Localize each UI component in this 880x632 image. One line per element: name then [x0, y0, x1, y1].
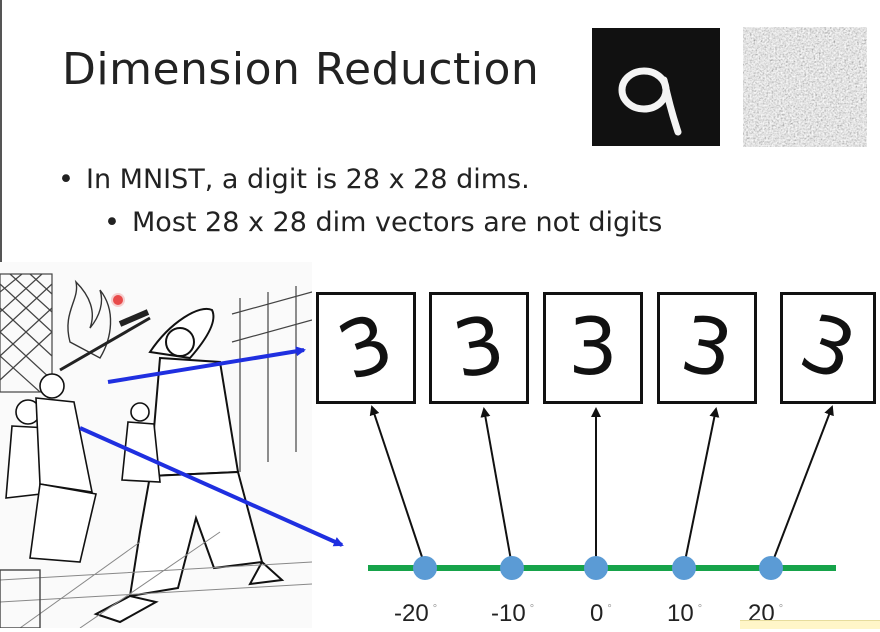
digit-box-rot-minus10: 3: [429, 292, 529, 404]
digit-3: 3: [446, 299, 512, 397]
axis-point: [500, 556, 524, 580]
digit-3: 3: [568, 303, 618, 393]
axis-tick-label: 10°: [667, 600, 703, 627]
digit-3: 3: [327, 297, 405, 399]
bullet-dot: •: [104, 207, 120, 238]
digit-box-rot-10: 3: [657, 292, 757, 404]
digit-box-rot-0: 3: [543, 292, 643, 404]
connector-arrow: [369, 405, 426, 567]
digit-box-rot-20: 3: [780, 292, 876, 404]
axis-point: [413, 556, 437, 580]
bullet-point-2: • Most 28 x 28 dim vectors are not digits: [104, 207, 662, 238]
digit-box-rot-minus20: 3: [316, 292, 416, 404]
bullet-dot: •: [58, 164, 74, 195]
axis-point: [584, 556, 608, 580]
axis-point: [759, 556, 783, 580]
comic-illustration: [0, 262, 313, 629]
mnist-digit-image: [592, 28, 720, 146]
axis-tick-label: -10°: [491, 600, 535, 627]
axis-point: [672, 556, 696, 580]
random-noise-image: [743, 27, 867, 147]
slide-title: Dimension Reduction: [62, 44, 540, 95]
connector-arrow: [480, 407, 513, 567]
digit-3: 3: [789, 297, 867, 399]
axis-tick-label: 0°: [590, 600, 612, 627]
bullet-text: In MNIST, a digit is 28 x 28 dims.: [86, 164, 530, 195]
laser-pointer-dot: [113, 295, 123, 305]
connector-arrow: [770, 405, 834, 567]
axis-tick-label: -20°: [394, 600, 438, 627]
bullet-point-1: • In MNIST, a digit is 28 x 28 dims.: [58, 164, 530, 195]
bullet-text: Most 28 x 28 dim vectors are not digits: [132, 207, 663, 238]
digit-3: 3: [674, 299, 740, 397]
connector-arrow: [683, 407, 720, 567]
corner-note-strip: [740, 620, 880, 629]
